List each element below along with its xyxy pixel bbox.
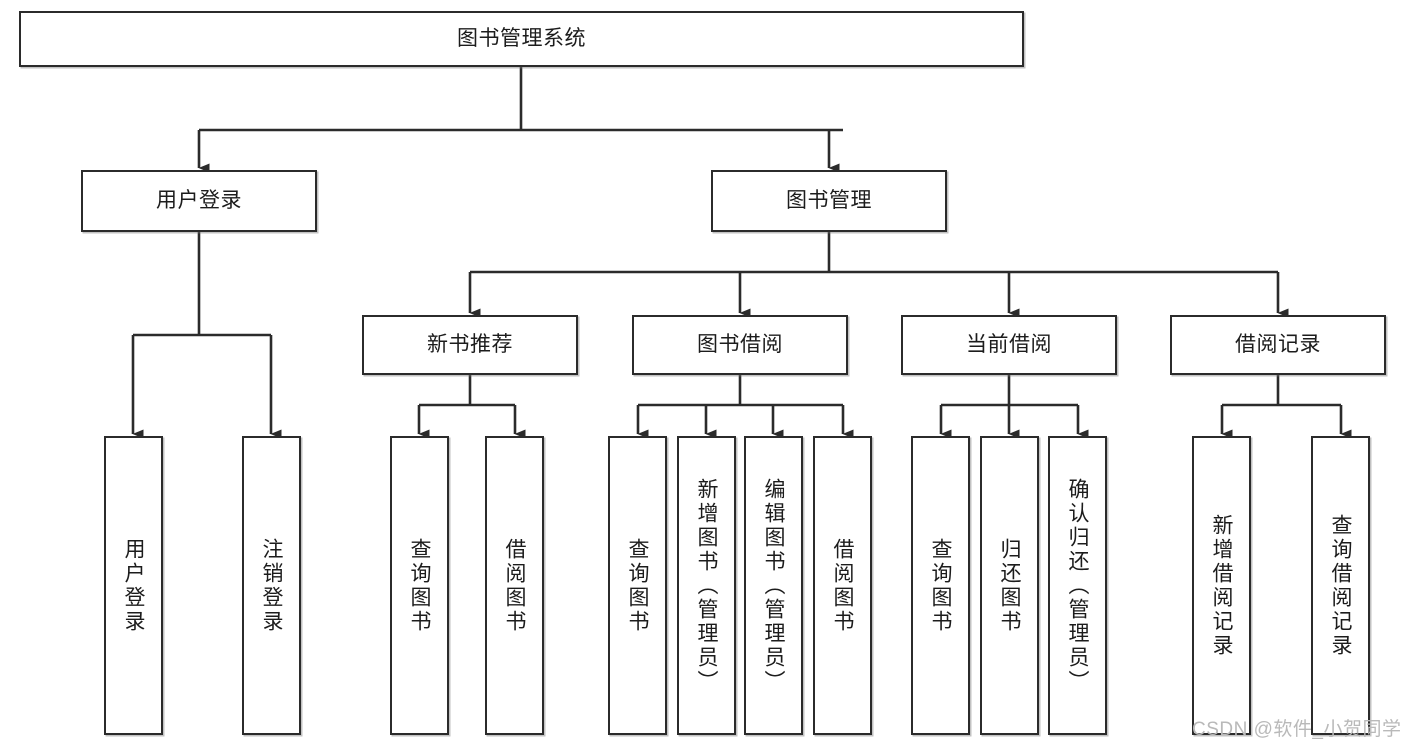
- node-label: 新增借阅记录: [1210, 513, 1233, 658]
- node-new-book-recommend[interactable]: 新书推荐: [362, 315, 578, 375]
- node-leaf-query-record[interactable]: 查询借阅记录: [1311, 436, 1370, 735]
- node-label: 图书管理系统: [457, 26, 586, 50]
- node-leaf-query-book-1[interactable]: 查询图书: [390, 436, 449, 735]
- watermark-text: CSDN @软件_小贺同学: [1192, 719, 1402, 740]
- node-label: 确认归还（管理员）: [1066, 477, 1089, 694]
- node-borrow-record[interactable]: 借阅记录: [1170, 315, 1386, 375]
- node-book-manage[interactable]: 图书管理: [711, 170, 947, 232]
- node-user-login[interactable]: 用户登录: [81, 170, 317, 232]
- node-label: 借阅记录: [1235, 332, 1321, 356]
- node-leaf-query-book-3[interactable]: 查询图书: [911, 436, 970, 735]
- node-label: 查询图书: [929, 537, 952, 634]
- node-root[interactable]: 图书管理系统: [19, 11, 1024, 67]
- node-label: 编辑图书（管理员）: [762, 477, 785, 694]
- node-leaf-borrow-book-1[interactable]: 借阅图书: [485, 436, 544, 735]
- node-label: 新书推荐: [427, 332, 513, 356]
- node-book-borrow[interactable]: 图书借阅: [632, 315, 848, 375]
- node-label: 借阅图书: [503, 537, 526, 634]
- node-label: 借阅图书: [831, 537, 854, 634]
- node-label: 归还图书: [998, 537, 1021, 634]
- node-leaf-edit-book[interactable]: 编辑图书（管理员）: [744, 436, 803, 735]
- node-label: 当前借阅: [966, 332, 1052, 356]
- node-label: 查询图书: [408, 537, 431, 634]
- node-leaf-user-login[interactable]: 用户登录: [104, 436, 163, 735]
- node-label: 图书管理: [786, 188, 872, 212]
- node-label: 新增图书（管理员）: [695, 477, 718, 694]
- node-label: 注销登录: [260, 537, 283, 634]
- node-leaf-add-record[interactable]: 新增借阅记录: [1192, 436, 1251, 735]
- node-leaf-query-book-2[interactable]: 查询图书: [608, 436, 667, 735]
- node-leaf-add-book[interactable]: 新增图书（管理员）: [677, 436, 736, 735]
- node-leaf-logout-login[interactable]: 注销登录: [242, 436, 301, 735]
- node-label: 查询借阅记录: [1329, 513, 1352, 658]
- node-label: 查询图书: [626, 537, 649, 634]
- node-leaf-confirm-return[interactable]: 确认归还（管理员）: [1048, 436, 1107, 735]
- node-label: 用户登录: [122, 537, 145, 634]
- node-label: 图书借阅: [697, 332, 783, 356]
- node-leaf-borrow-book-2[interactable]: 借阅图书: [813, 436, 872, 735]
- node-leaf-return-book[interactable]: 归还图书: [980, 436, 1039, 735]
- node-label: 用户登录: [156, 188, 242, 212]
- node-current-borrow[interactable]: 当前借阅: [901, 315, 1117, 375]
